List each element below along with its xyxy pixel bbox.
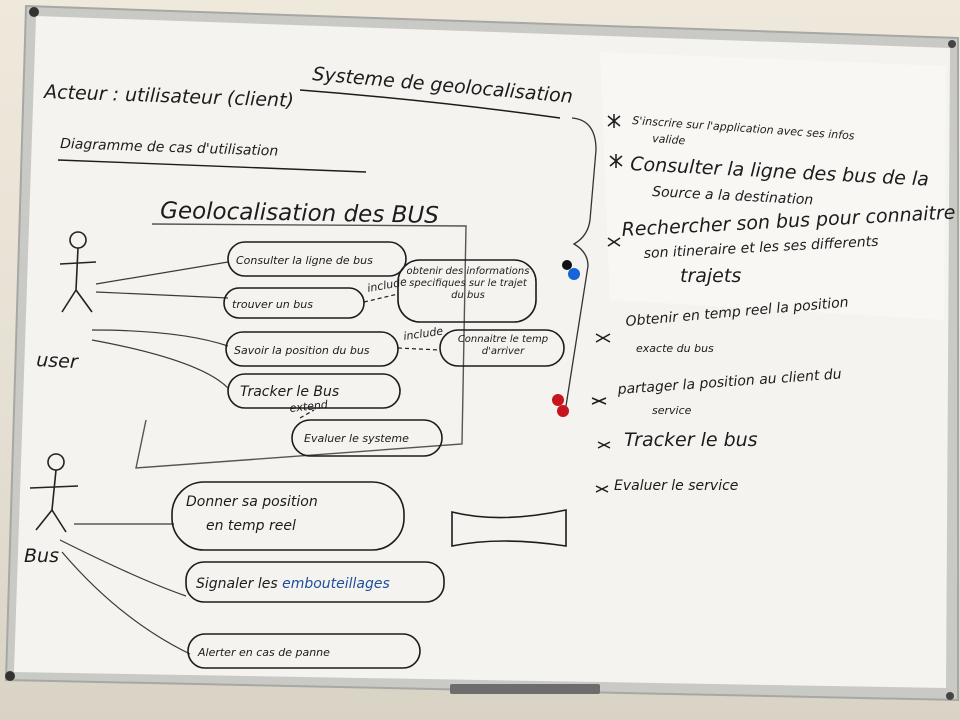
magnet-blue bbox=[568, 268, 580, 280]
uc-alerter-shape bbox=[187, 633, 421, 669]
uc-consulter-label: Consulter la ligne de bus bbox=[236, 254, 373, 267]
uc-donner-label-1: Donner sa position bbox=[186, 494, 318, 510]
uc-tracker-label: Tracker le Bus bbox=[240, 384, 339, 400]
uc-obtenir-shape bbox=[397, 259, 537, 323]
magnet-red bbox=[552, 394, 564, 406]
corner-bracket bbox=[5, 671, 15, 681]
uc-savoir-label: Savoir la position du bus bbox=[234, 344, 370, 357]
diagram-label: Diagramme de cas d'utilisation bbox=[60, 136, 279, 160]
glare bbox=[600, 52, 946, 320]
note-3c: trajets bbox=[680, 265, 741, 287]
system-box-title: Geolocalisation des BUS bbox=[160, 198, 439, 229]
uc-evaluer-shape bbox=[291, 419, 443, 457]
note-1b: valide bbox=[652, 132, 686, 147]
actor-user-label: user bbox=[36, 349, 80, 373]
note-5b: service bbox=[652, 404, 692, 417]
note-bullets bbox=[591, 114, 623, 493]
user-actor bbox=[59, 231, 97, 313]
uc-donner-shape bbox=[171, 481, 405, 551]
whiteboard-surface bbox=[14, 16, 950, 688]
title-underline bbox=[299, 89, 561, 119]
note-4b: exacte du bus bbox=[636, 342, 714, 355]
bus-actor bbox=[29, 453, 79, 533]
uc-signaler-label: Signaler les embouteillages bbox=[196, 576, 390, 592]
uc-signaler-prefix: Signaler les bbox=[196, 576, 282, 592]
uc-connaitre-container: Connaitre le temp d'arriver bbox=[457, 334, 549, 357]
extend-label: extend bbox=[289, 398, 329, 415]
uc-savoir-shape bbox=[225, 331, 399, 367]
note-6: Tracker le bus bbox=[624, 429, 758, 451]
marker-tray bbox=[450, 684, 600, 694]
uc-trouver-shape bbox=[223, 287, 365, 319]
relation-arrows bbox=[299, 293, 441, 419]
actor-bus-label: Bus bbox=[24, 545, 59, 567]
uc-signaler-blue: embouteillages bbox=[282, 576, 390, 592]
system-boundary-box bbox=[135, 223, 467, 469]
diagram-label-underline bbox=[57, 159, 367, 173]
note-7: Evaluer le service bbox=[614, 478, 738, 494]
magnet-black bbox=[562, 260, 572, 270]
magnets bbox=[552, 260, 580, 417]
uc-consulter-shape bbox=[227, 241, 407, 277]
uc-connaitre-shape bbox=[439, 329, 565, 367]
include-label-2: include bbox=[403, 325, 445, 343]
association-lines bbox=[59, 261, 229, 655]
empty-shape bbox=[451, 509, 567, 547]
uc-connaitre-label: Connaitre le temp d'arriver bbox=[457, 334, 549, 357]
uc-donner-label-2: en temp reel bbox=[206, 518, 296, 534]
uc-tracker-shape bbox=[227, 373, 401, 409]
magnet-red bbox=[557, 405, 569, 417]
uc-obtenir-container: obtenir des informations specifiques sur… bbox=[406, 266, 530, 301]
corner-bracket bbox=[946, 692, 954, 700]
uc-alerter-label: Alerter en cas de panne bbox=[197, 646, 330, 659]
grouping-brace bbox=[565, 117, 597, 407]
uc-trouver-label: trouver un bus bbox=[232, 298, 313, 311]
uc-obtenir-label: obtenir des informations specifiques sur… bbox=[406, 266, 530, 301]
uc-evaluer-label: Evaluer le systeme bbox=[304, 432, 409, 445]
uc-signaler-shape bbox=[185, 561, 445, 603]
corner-bracket bbox=[948, 40, 956, 48]
corner-bracket bbox=[29, 7, 39, 17]
